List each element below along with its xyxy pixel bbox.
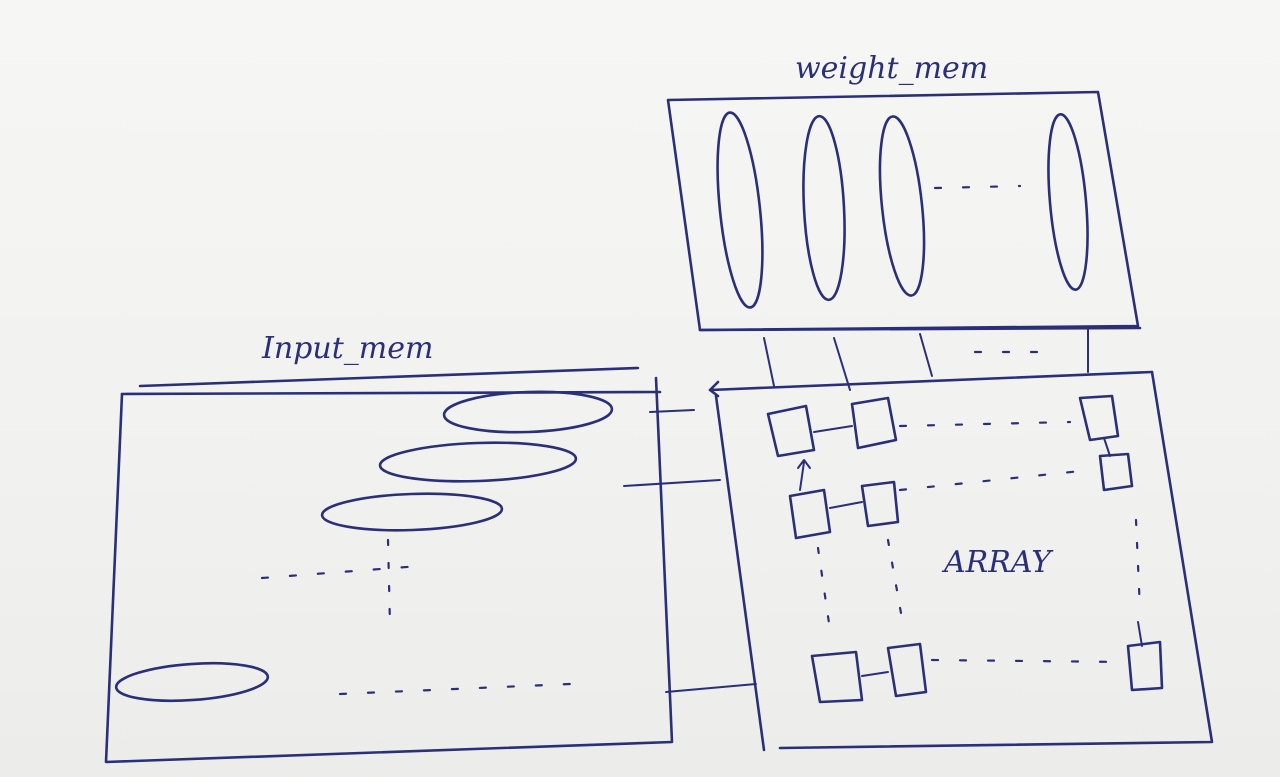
pe-link-2-1: [829, 501, 863, 509]
input-connectors: [623, 409, 757, 693]
pe-link-1-1: [813, 425, 853, 433]
pe-n-2: [886, 642, 928, 698]
input-row-n-ellipsis: [338, 682, 572, 696]
weight-mem-bus: [698, 326, 1142, 332]
input-connector-1: [649, 409, 695, 413]
weight-connector-2: [833, 337, 851, 391]
input-mem-label: Input_mem: [261, 331, 433, 366]
array-block: ARRAY: [708, 370, 1214, 752]
array-top-bus: [708, 370, 1154, 392]
weight-connectors: [763, 329, 1089, 391]
pe-vlink-2-1-arrow: [797, 459, 811, 491]
array-right-bottom-edge: [778, 370, 1214, 750]
pe-2-2: [860, 480, 900, 528]
input-row-3: [320, 492, 504, 532]
pe-link-n-1: [861, 671, 889, 677]
pe-1-2: [850, 396, 898, 450]
weight-mem-border: [666, 90, 1140, 332]
input-mem-border: [104, 376, 674, 764]
pe-row-2-ellipsis: [898, 468, 1092, 492]
weight-column-2: [802, 114, 846, 302]
input-mem-block: [104, 366, 674, 764]
weight-column-1: [716, 111, 764, 309]
input-rows-vertical-ellipsis: [386, 538, 392, 627]
weight-columns-ellipsis: [933, 184, 1022, 190]
weight-connector-1: [763, 337, 775, 387]
pe-2-1: [788, 488, 832, 540]
pe-col-n-ellipsis: [1134, 518, 1142, 612]
input-mem-top-edge: [138, 366, 640, 388]
pe-row-1-ellipsis: [898, 420, 1072, 428]
weight-column-n: [1047, 113, 1089, 291]
pe-n-n: [1126, 640, 1164, 692]
pe-1-n: [1078, 394, 1120, 442]
weight-connector-3: [919, 333, 933, 377]
array-left-edge: [714, 394, 766, 752]
array-label: ARRAY: [941, 545, 1054, 580]
pe-vlink-1-n: [1103, 437, 1111, 457]
pe-col-2-ellipsis: [886, 538, 906, 632]
pe-vlink-n-n: [1137, 621, 1143, 647]
weight-mem-block: [666, 90, 1142, 332]
input-rows-horizontal-ellipsis: [260, 564, 422, 580]
pe-row-n-ellipsis: [930, 658, 1128, 664]
input-row-2: [378, 441, 578, 483]
pe-2-n: [1098, 452, 1134, 492]
pe-col-1-ellipsis: [816, 546, 832, 632]
input-row-1: [442, 390, 614, 434]
input-connector-n: [665, 683, 757, 693]
pe-n-1: [810, 650, 864, 704]
weight-mem-label: weight_mem: [795, 51, 988, 86]
pe-1-1: [766, 404, 816, 458]
input-row-n: [114, 661, 270, 703]
weight-column-3: [878, 115, 926, 297]
input-connector-2: [623, 479, 721, 487]
